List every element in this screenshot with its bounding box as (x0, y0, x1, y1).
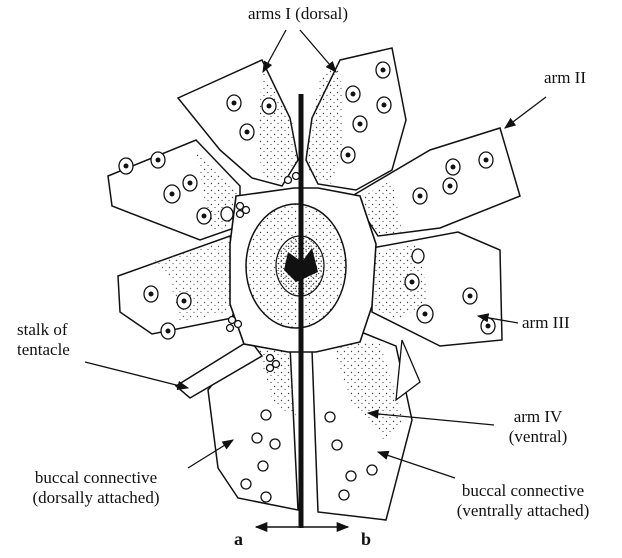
label-arms-i-dorsal: arms I (dorsal) (218, 4, 378, 23)
label-arm-ii: arm II (544, 68, 586, 87)
label-arm-iv-line2: (ventral) (490, 427, 586, 446)
label-side-b: b (361, 530, 371, 549)
label-stalk-of-tentacle-line2: tentacle (17, 340, 70, 359)
label-side-a: a (234, 530, 243, 549)
arm-iii-left (118, 236, 240, 334)
label-arm-iv-line1: arm IV (490, 407, 586, 426)
arm-iv-right (312, 330, 412, 520)
label-buccal-dorsal-line1: buccal connective (6, 468, 186, 487)
label-buccal-ventral-line1: buccal connective (428, 481, 618, 500)
label-stalk-of-tentacle-line1: stalk of (17, 320, 68, 339)
label-buccal-dorsal-line2: (dorsally attached) (6, 488, 186, 507)
label-buccal-ventral-line2: (ventrally attached) (428, 501, 618, 520)
label-arm-iii: arm III (522, 313, 570, 332)
